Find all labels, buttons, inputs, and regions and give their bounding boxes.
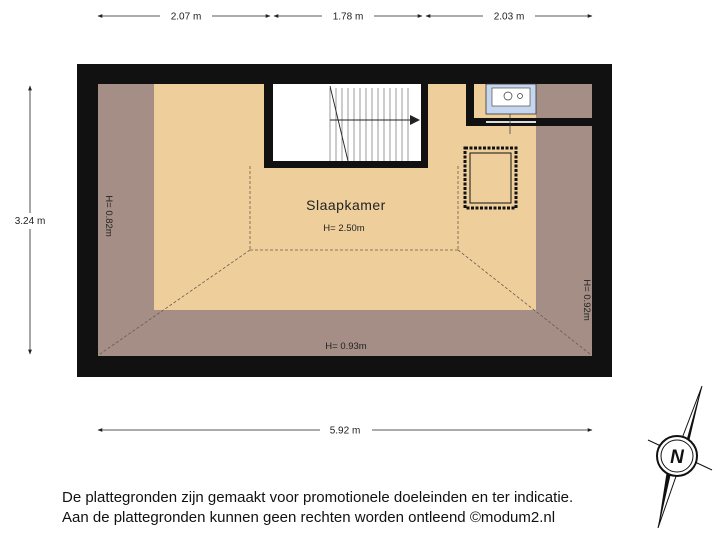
height-right: H= 0.92m <box>581 279 592 321</box>
disclaimer-line-2: Aan de plattegronden kunnen geen rechten… <box>62 509 556 526</box>
dim-top-middle: 1.78 m <box>333 12 364 23</box>
dim-left-height: 3.24 m <box>15 216 46 227</box>
dim-bottom-width: 5.92 m <box>330 426 361 437</box>
height-bottom: H= 0.93m <box>325 341 367 352</box>
dim-top-left: 2.07 m <box>171 12 202 23</box>
room-name: Slaapkamer <box>306 197 386 213</box>
boiler-niche <box>466 83 592 134</box>
compass-icon <box>656 435 698 477</box>
top-dimensions: 2.07 m 1.78 m 2.03 m <box>97 9 593 23</box>
height-left: H= 0.82m <box>103 195 114 237</box>
disclaimer-line-1: De plattegronden zijn gemaakt voor promo… <box>62 489 574 506</box>
roof-slope-lines <box>99 166 591 355</box>
room-ceiling-height: H= 2.50m <box>323 223 365 234</box>
staircase <box>264 84 428 168</box>
compass: N <box>647 385 713 529</box>
roof-hatch <box>463 146 518 210</box>
boiler-icon <box>503 91 513 101</box>
compass-north-label: N <box>670 447 685 468</box>
room-floor <box>154 84 536 310</box>
bottom-dimension: 5.92 m <box>97 423 593 437</box>
stair-direction-arrow-icon <box>410 115 420 125</box>
dim-top-right: 2.03 m <box>494 12 525 23</box>
left-dimension: 3.24 m <box>10 85 52 355</box>
